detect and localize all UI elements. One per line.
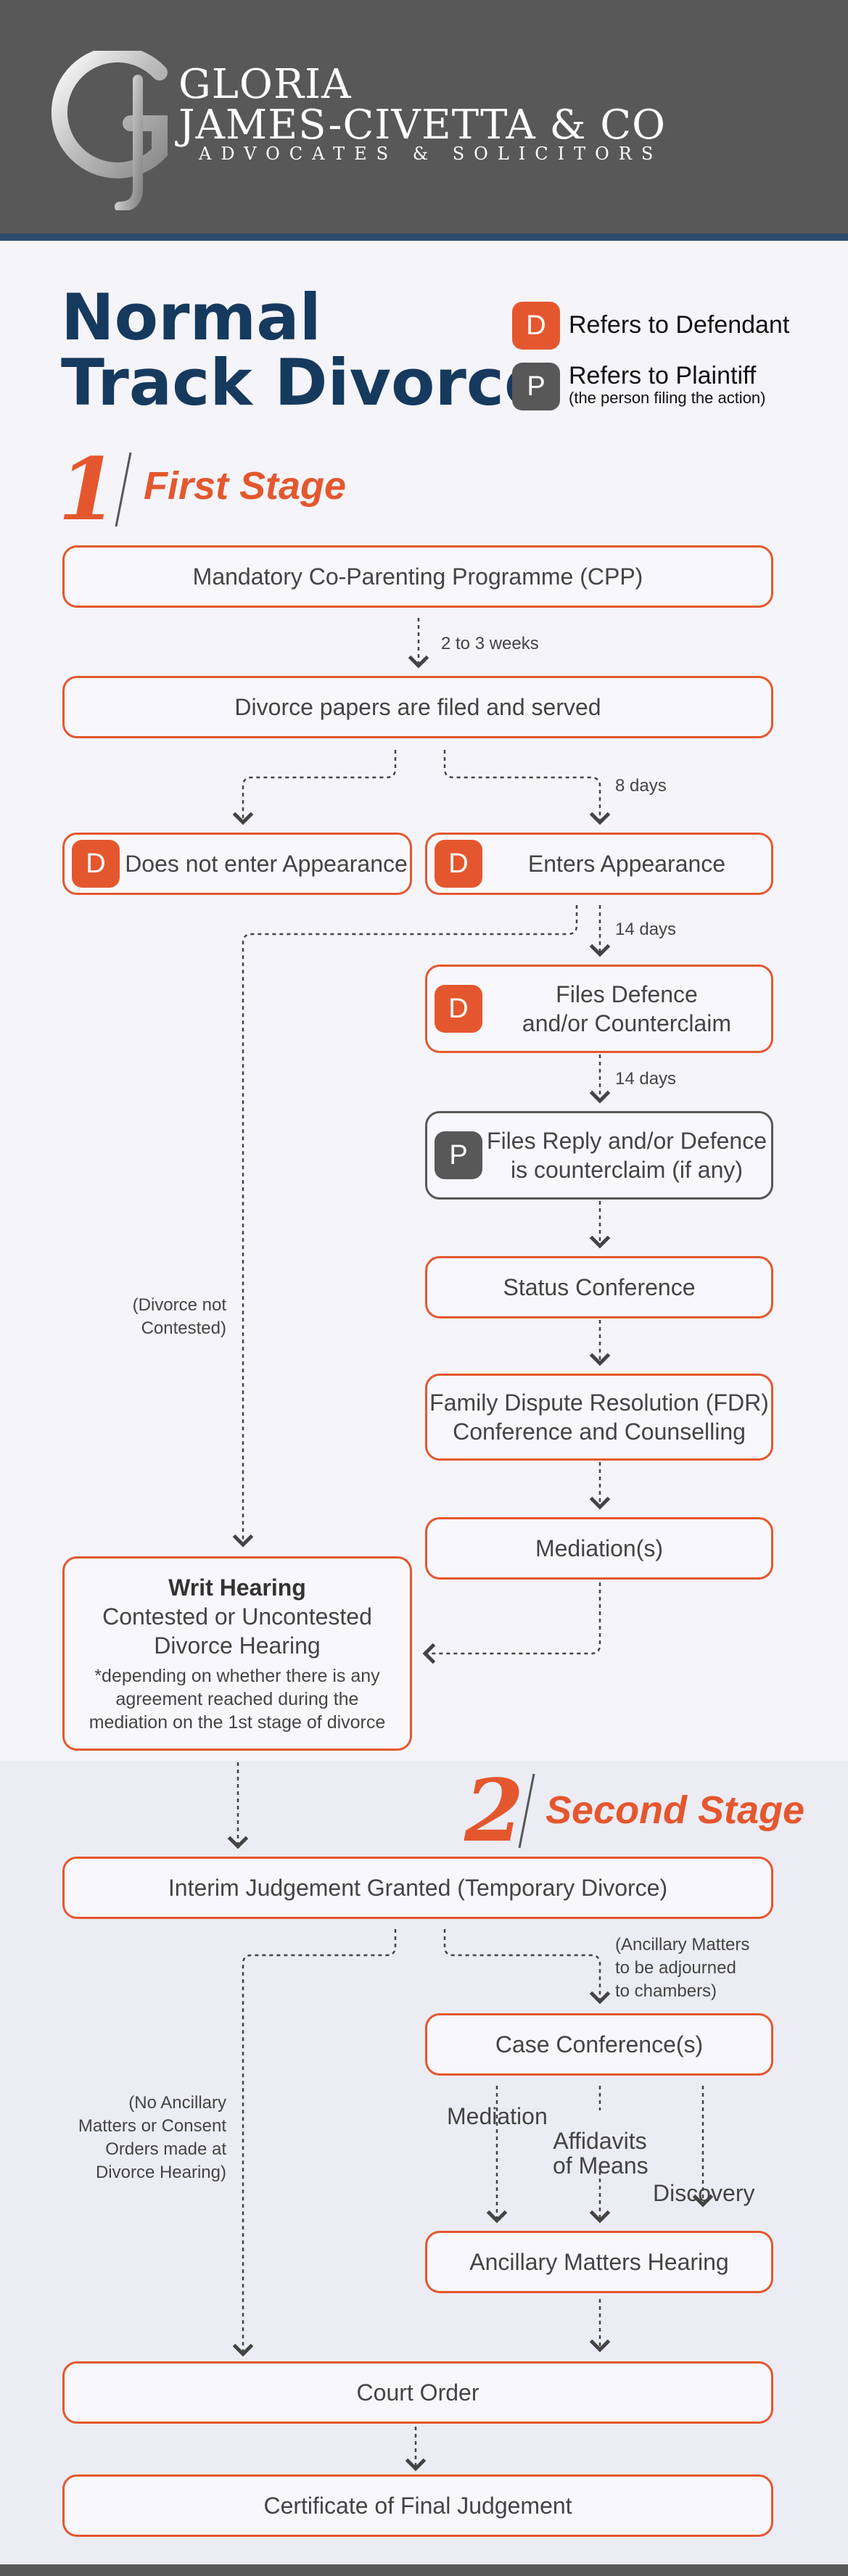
node-court-order-label: Court Order [356,2379,479,2406]
node-status-conference: Status Conference [425,1256,773,1318]
firm-name-line2: JAMES-CIVETTA & CO [178,102,667,149]
node-files-reply: P Files Reply and/or Defence is counterc… [425,1111,773,1200]
node-ancillary-hearing-label: Ancillary Matters Hearing [469,2249,729,2275]
page-title-line2: Track Divorce [61,345,548,420]
node-writ-hearing-line1: Contested or Uncontested [102,1603,372,1630]
node-no-appearance: D Does not enter Appearance [62,833,412,895]
plaintiff-badge: P [435,1131,482,1179]
node-fdr-line2: Conference and Counselling [453,1419,746,1445]
node-files-defence-line2: and/or Counterclaim [522,1010,732,1036]
node-fdr-line1: Family Dispute Resolution (FDR) [429,1390,769,1416]
node-cpp: Mandatory Co-Parenting Programme (CPP) [62,545,773,608]
node-papers-filed: Divorce papers are filed and served [62,676,773,738]
node-case-conference-label: Case Conference(s) [495,2031,704,2057]
node-files-reply-line2: is counterclaim (if any) [510,1157,744,1183]
note-not-contested-1: (Divorce not [132,1295,226,1315]
node-papers-filed-label: Divorce papers are filed and served [234,694,601,720]
node-enters-appearance-label: Enters Appearance [527,851,726,877]
node-writ-hearing: Writ Hearing Contested or Uncontested Di… [62,1556,412,1751]
note-not-contested-2: Contested) [141,1318,226,1338]
footer-bar [0,2564,848,2576]
node-status-conference-label: Status Conference [503,1274,696,1300]
note-fourteen-days-1: 14 days [615,920,677,939]
firm-logo-icon [51,51,168,210]
branch-affidavits-1: Affidavits [553,2128,647,2154]
node-interim-judgement-label: Interim Judgement Granted (Temporary Div… [168,1875,668,1901]
node-writ-hearing-title: Writ Hearing [168,1574,306,1601]
note-adjourned-2: to be adjourned [615,1958,736,1978]
node-case-conference: Case Conference(s) [425,2013,773,2076]
defendant-badge: D [435,840,482,888]
node-court-order: Court Order [62,2361,773,2424]
branch-affidavits-2: of Means [553,2152,649,2179]
node-files-defence: D Files Defence and/or Counterclaim [425,965,773,1053]
first-stage-label: First Stage [144,464,347,508]
node-writ-hearing-note3: mediation on the 1st stage of divorce [88,1712,386,1733]
note-no-ancillary-4: Divorce Hearing) [95,2163,226,2182]
node-writ-hearing-note1: *depending on whether there is any [94,1666,380,1686]
note-no-ancillary-1: (No Ancillary [128,2093,226,2113]
legend-plaintiff-note: (the person filing the action) [569,389,766,407]
node-certificate-label: Certificate of Final Judgement [263,2493,572,2519]
second-stage-number: 2 [464,1760,524,1861]
legend-plaintiff-text: Refers to Plaintiff [569,362,757,389]
note-no-ancillary-2: Matters or Consent [78,2116,226,2136]
branch-mediation: Mediation [447,2103,548,2129]
defendant-badge: D [435,985,482,1033]
note-eight-days: 8 days [615,776,667,796]
node-files-defence-line1: Files Defence [556,981,698,1007]
page-title-line1: Normal [61,280,321,355]
node-ancillary-hearing: Ancillary Matters Hearing [425,2231,773,2293]
first-stage-number: 1 [58,439,118,540]
note-adjourned-1: (Ancillary Matters [615,1935,750,1954]
node-no-appearance-label: Does not enter Appearance [125,851,408,877]
node-certificate: Certificate of Final Judgement [62,2474,773,2537]
first-stage-slash-icon [115,452,132,527]
node-fdr: Family Dispute Resolution (FDR) Conferen… [425,1374,773,1461]
node-enters-appearance: D Enters Appearance [425,833,773,895]
note-fourteen-days-2: 14 days [615,1069,677,1089]
note-no-ancillary-3: Orders made at [105,2139,226,2159]
legend-defendant-text: Refers to Defendant [569,311,790,339]
node-mediation: Mediation(s) [425,1517,773,1580]
header-divider [0,234,848,241]
defendant-badge: D [72,840,120,888]
legend-plaintiff-badge: P [512,363,560,410]
firm-tagline: ADVOCATES & SOLICITORS [199,144,663,164]
node-mediation-label: Mediation(s) [535,1535,664,1561]
branch-discovery: Discovery [653,2180,755,2206]
second-stage-label: Second Stage [546,1788,805,1832]
note-weeks: 2 to 3 weeks [441,634,539,653]
node-cpp-label: Mandatory Co-Parenting Programme (CPP) [192,564,643,590]
second-stage-slash-icon [518,1773,535,1849]
node-interim-judgement: Interim Judgement Granted (Temporary Div… [62,1857,773,1919]
node-writ-hearing-line2: Divorce Hearing [154,1632,321,1659]
firm-name-line1: GLORIA [178,61,352,108]
node-files-reply-line1: Files Reply and/or Defence [487,1128,767,1154]
node-writ-hearing-note2: agreement reached during the [115,1689,359,1709]
legend-defendant-badge: D [512,302,560,350]
note-adjourned-3: to chambers) [615,1981,717,2001]
